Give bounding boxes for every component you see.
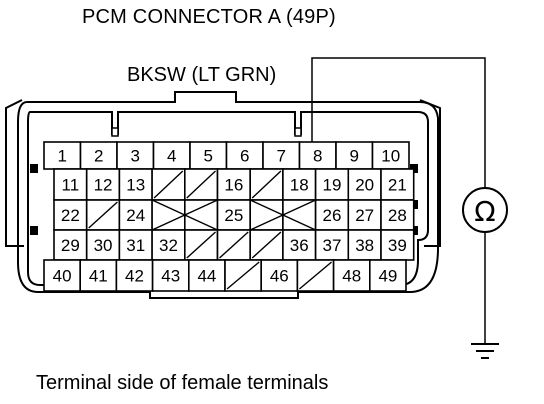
probe-wire <box>311 57 486 188</box>
terminal-cell <box>335 141 374 170</box>
terminal-number: 31 <box>126 236 145 255</box>
terminal-cell <box>249 199 284 231</box>
unused-cavity-mark <box>298 261 333 290</box>
terminal-number: 28 <box>388 206 407 225</box>
terminal-cell <box>43 259 82 292</box>
terminal-cell <box>151 199 186 231</box>
connector-title: PCM CONNECTOR A (49P) <box>82 6 336 28</box>
terminal-number: 4 <box>167 147 176 166</box>
terminal-number: 20 <box>355 176 374 195</box>
footer-caption: Terminal side of female terminals <box>36 372 329 394</box>
terminal-number: 30 <box>94 236 113 255</box>
housing-key <box>30 226 38 235</box>
terminal-number: 29 <box>61 236 80 255</box>
terminal-number: 5 <box>204 147 213 166</box>
unused-cavity-mark <box>219 231 249 259</box>
housing-tab <box>111 127 119 137</box>
terminal-number: 12 <box>94 176 113 195</box>
unused-cavity-mark <box>186 170 216 199</box>
terminal-number: 11 <box>62 176 80 195</box>
blocked-cavity-mark <box>151 199 218 231</box>
terminal-cell <box>282 229 317 261</box>
terminal-number: 13 <box>126 176 145 195</box>
housing-tab <box>294 127 302 137</box>
ground-icon <box>471 343 499 359</box>
terminal-number: 40 <box>53 267 72 286</box>
terminal-number: 22 <box>61 206 80 225</box>
unused-cavity-mark <box>251 231 282 259</box>
terminal-cell <box>184 199 219 231</box>
terminal-cell <box>53 168 88 201</box>
terminal-number: 37 <box>322 236 341 255</box>
terminal-number: 7 <box>277 147 286 166</box>
blocked-cavity-mark <box>249 199 316 231</box>
terminal-cell <box>368 259 407 292</box>
unused-cavity-mark <box>226 261 260 290</box>
unused-cavity-mark <box>153 170 184 199</box>
terminal-cell <box>85 229 121 261</box>
ohmmeter-icon: Ω <box>462 187 508 233</box>
terminal-number: 6 <box>240 147 249 166</box>
terminal-number: 48 <box>342 267 361 286</box>
terminal-number: 19 <box>322 176 341 195</box>
terminal-cell <box>151 229 186 261</box>
terminal-number: 27 <box>355 206 374 225</box>
unused-cavity-mark <box>251 170 282 199</box>
terminal-cell <box>314 199 350 231</box>
terminal-number: 42 <box>125 267 144 286</box>
terminal-cell <box>118 168 153 201</box>
wire-label: BKSW (LT GRN) <box>127 64 277 86</box>
terminal-cell <box>380 199 415 231</box>
terminal-number: 39 <box>388 236 407 255</box>
terminal-number: 3 <box>131 147 140 166</box>
terminal-number: 25 <box>224 206 243 225</box>
terminal-number: 24 <box>126 206 145 225</box>
terminal-number: 49 <box>378 267 397 286</box>
connector-lock-right <box>419 99 441 247</box>
unused-cavity-mark <box>186 231 216 259</box>
terminal-cell <box>151 259 190 292</box>
terminal-number: 46 <box>270 267 289 286</box>
terminal-cell <box>380 168 415 201</box>
ohm-symbol: Ω <box>474 195 495 228</box>
terminal-cell <box>216 168 252 201</box>
connector-inner-outline <box>27 111 429 291</box>
terminal-number: 36 <box>290 236 309 255</box>
terminal-number: 16 <box>224 176 243 195</box>
terminal-number: 1 <box>58 147 67 166</box>
terminal-number: 43 <box>161 267 180 286</box>
terminal-number: 38 <box>355 236 374 255</box>
terminal-number: 18 <box>290 176 309 195</box>
terminal-number: 8 <box>313 147 322 166</box>
terminal-cell <box>282 199 317 231</box>
unused-cavity-mark <box>88 201 118 229</box>
terminal-cell <box>260 259 299 292</box>
terminal-number: 44 <box>197 267 216 286</box>
terminal-number: 10 <box>381 147 400 166</box>
terminal-number: 21 <box>388 176 407 195</box>
terminal-number: 41 <box>89 267 108 286</box>
terminal-cell <box>282 168 317 201</box>
terminal-number: 32 <box>159 236 178 255</box>
terminal-number: 2 <box>94 147 103 166</box>
connector-lock-left <box>5 99 24 247</box>
terminal-number: 26 <box>322 206 341 225</box>
terminal-cell <box>332 259 371 292</box>
terminal-number: 9 <box>350 147 359 166</box>
housing-key <box>30 164 38 173</box>
